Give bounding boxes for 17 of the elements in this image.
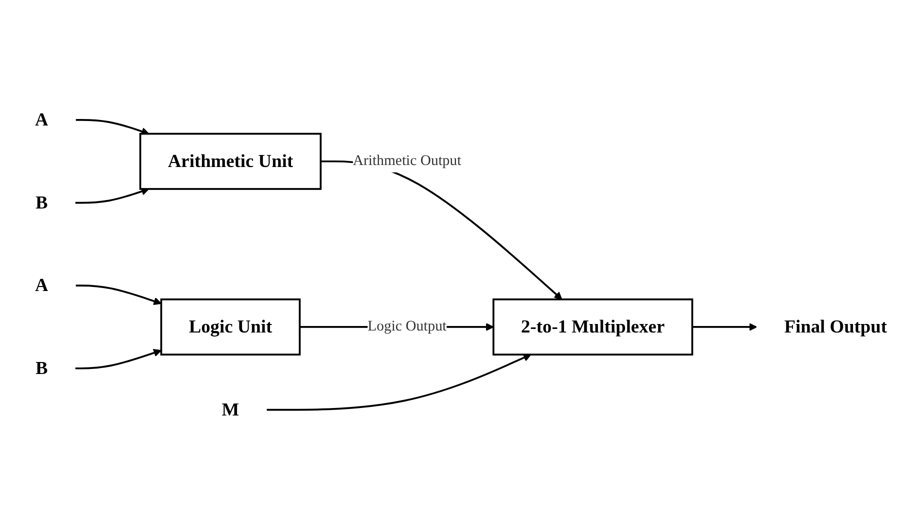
node-text: M bbox=[222, 400, 240, 420]
edge-label: Arithmetic Output bbox=[352, 153, 462, 169]
node-box: Arithmetic Unit bbox=[139, 132, 322, 190]
node-text: B bbox=[35, 192, 48, 214]
node-box: Logic Unit bbox=[160, 298, 301, 356]
arrow bbox=[75, 188, 150, 204]
arrow bbox=[76, 119, 150, 136]
node-box: 2-to-1 Multiplexer bbox=[492, 298, 694, 356]
arrow bbox=[266, 354, 532, 411]
node-text: A bbox=[34, 276, 48, 296]
node-text: B bbox=[35, 358, 48, 379]
arrow bbox=[692, 323, 758, 332]
node-text: A bbox=[34, 110, 48, 130]
edge-label: Logic Output bbox=[368, 318, 447, 334]
node-text: Final Output bbox=[784, 316, 888, 338]
arrow bbox=[76, 284, 162, 306]
arrow bbox=[75, 349, 162, 370]
